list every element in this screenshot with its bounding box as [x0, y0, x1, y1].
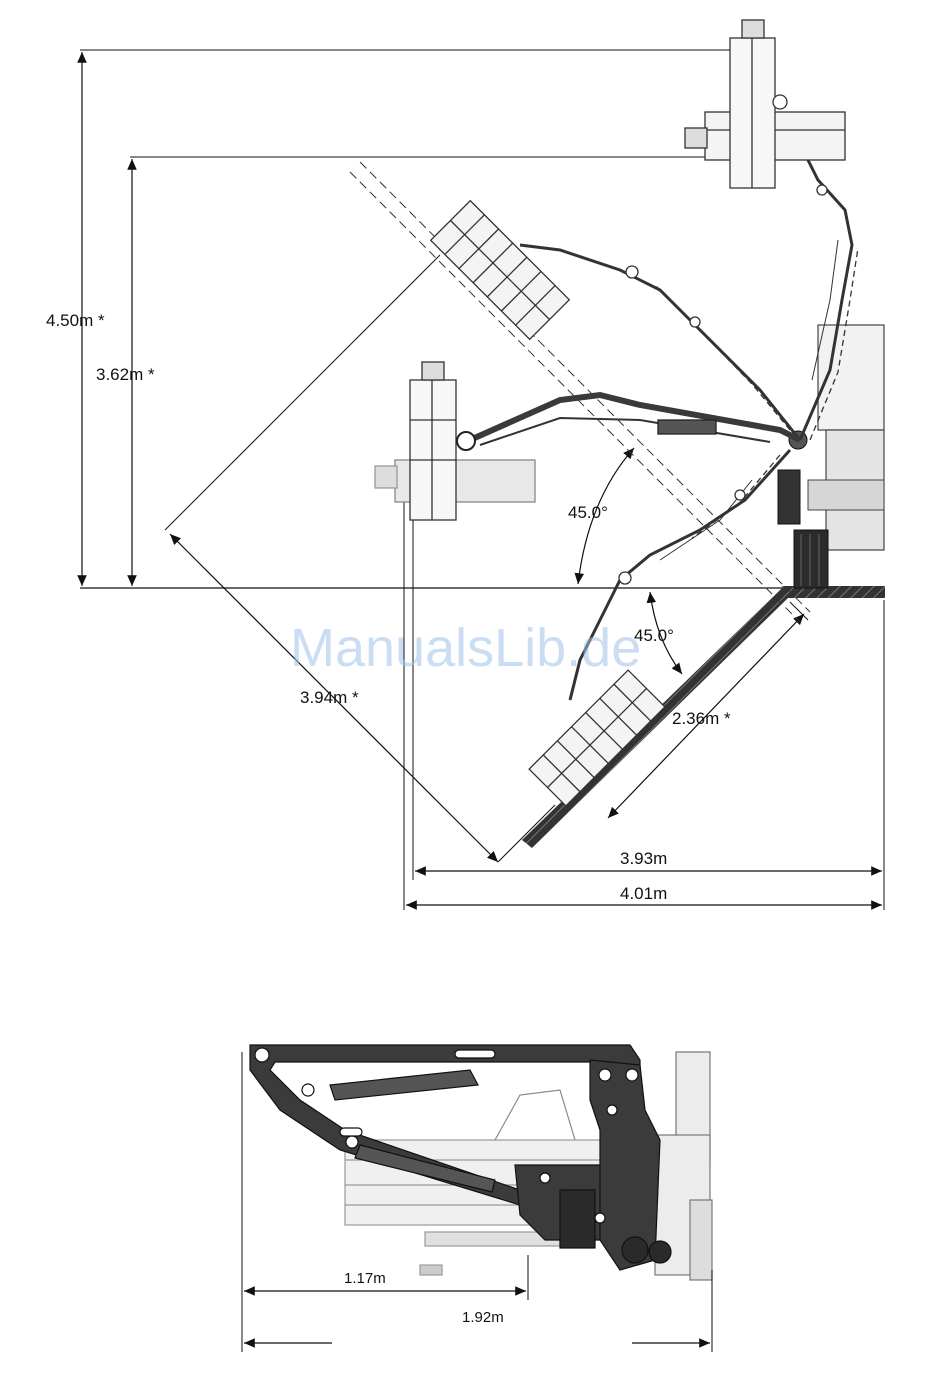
transport-diagram: 1.17m 1.92m: [242, 1045, 712, 1352]
reach-diagram: 4.50m * 3.62m * 3.94m * 2.36m * 45.0° 45…: [46, 20, 885, 910]
watermark: ManualsLib.de: [290, 618, 641, 678]
height-max-label: 4.50m *: [46, 311, 105, 330]
reach-diag-label: 3.94m *: [300, 688, 359, 707]
reach-total-label: 4.01m: [620, 884, 667, 903]
upper-angle-label: 45.0°: [568, 503, 608, 522]
slope-reach-label: 2.36m *: [672, 709, 731, 728]
reach-ground-label: 3.93m: [620, 849, 667, 868]
transport-a-label: 1.17m: [344, 1270, 386, 1287]
transport-b-label: 1.92m: [462, 1309, 504, 1326]
height-arm-label: 3.62m *: [96, 365, 155, 384]
